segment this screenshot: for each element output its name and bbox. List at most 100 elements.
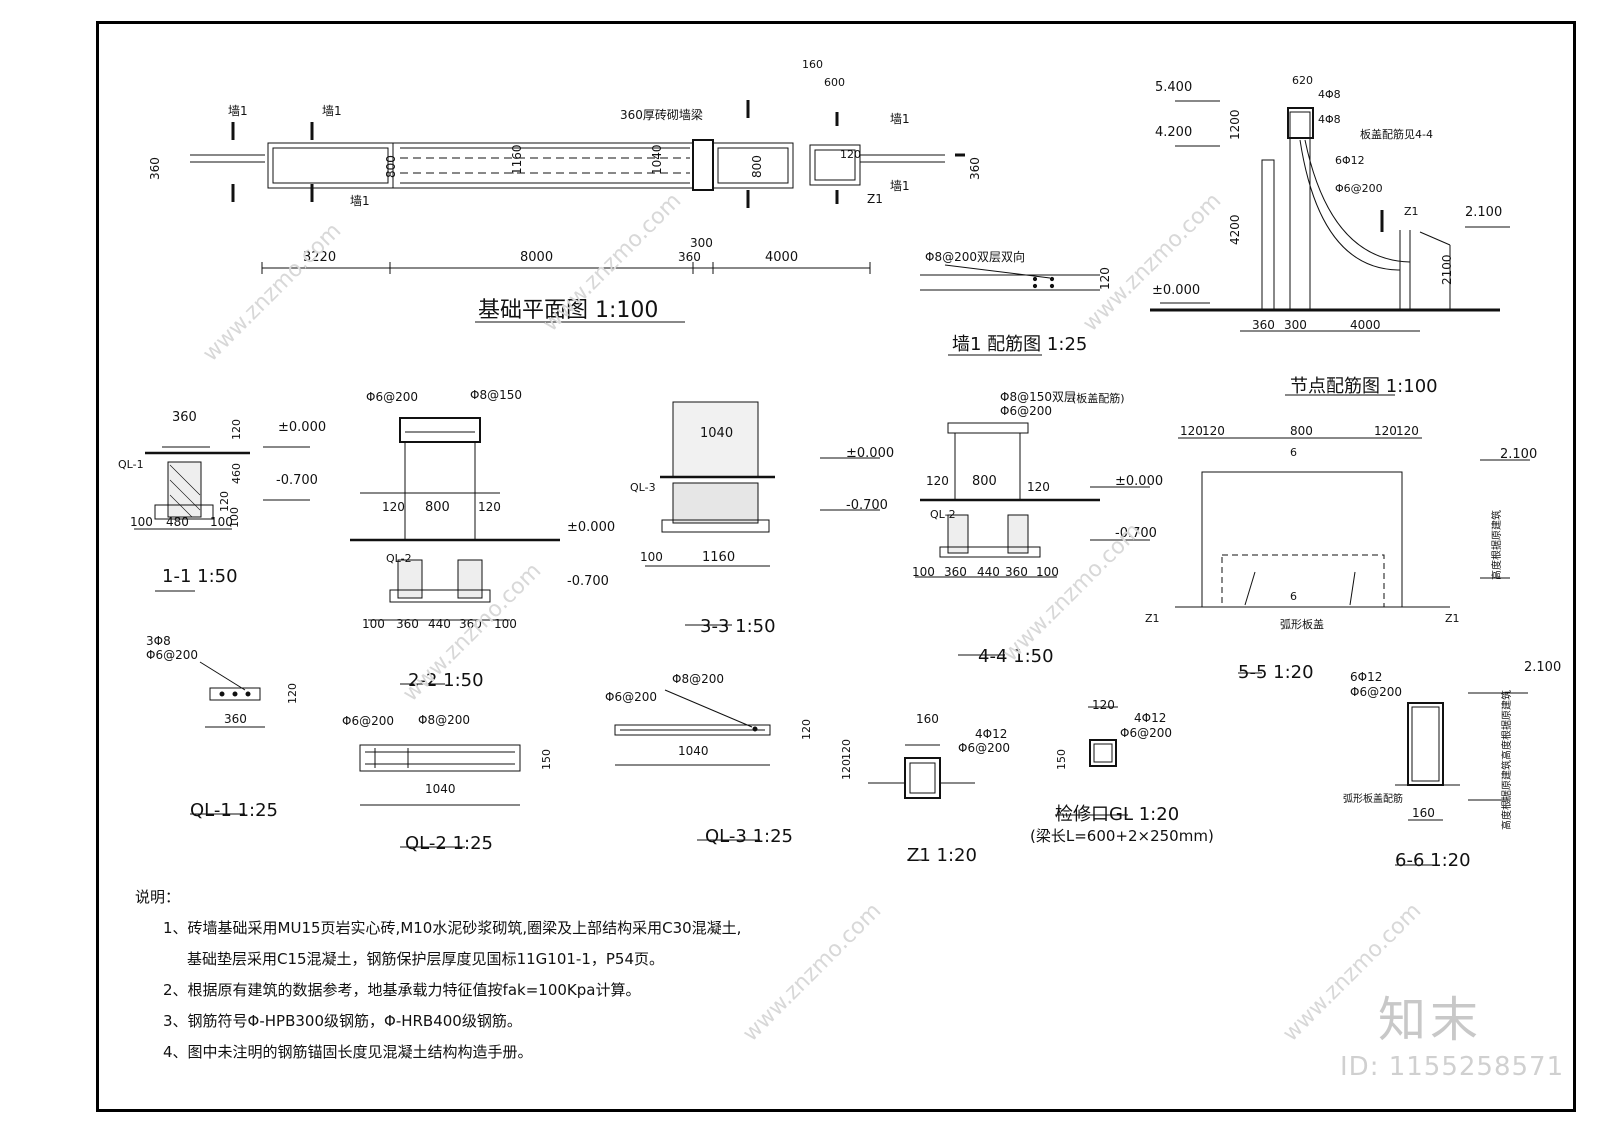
rebar-note: 3Φ8 [146,634,171,648]
dimension-label: 160 [802,58,823,71]
title-ql2: QL-2 1:25 [405,833,493,854]
dimension-label: 160 [1412,806,1435,820]
dimension-label: 120 [840,759,853,780]
level-label: 2.100 [1465,205,1503,220]
level-label: 5.400 [1155,80,1193,95]
height-note: 高度根据原建筑 [1502,760,1513,830]
dimension-label: 120 [1396,424,1419,438]
dimension-label: 120 [1374,424,1397,438]
wall1-rebar [920,264,1100,356]
note-line: 4、图中未注明的钢筋锚固长度见混凝土结构构造手册。 [163,1043,533,1061]
dimension-label: 120 [382,500,405,514]
dimension-label: 100 [1036,565,1059,579]
z1-detail [868,744,975,861]
dimension-label: 120 [800,719,813,740]
dimension-label: 800 [750,155,764,178]
dimension-label: 360 [459,617,482,631]
dimension-label: 440 [977,565,1000,579]
dimension-label: 100 [912,565,935,579]
dimension-label: 1160 [702,550,736,565]
dimension-label: 120 [1202,424,1225,438]
height-note: 高度根据原建筑 [1492,510,1503,580]
dimension-label: 120 [1180,424,1203,438]
note-line: 1、砖墙基础采用MU15页岩实心砖,M10水泥砂浆砌筑,圈梁及上部结构采用C30… [163,919,742,937]
dimension-label: 360 [148,157,162,180]
dimension-label: 800 [384,155,398,178]
title-3-3: 3-3 1:50 [700,616,776,637]
dimension-label: 440 [428,617,451,631]
rebar-note: 6Φ12 [1335,154,1365,167]
dimension-label: 1040 [700,426,734,441]
dimension-label: 800 [1290,424,1313,438]
dimension-label: 800 [425,500,450,515]
column-label: Z1 [1445,612,1460,625]
level-label: ±0.000 [278,420,327,435]
dimension-label: 120 [230,419,243,440]
dimension-label: 100 [494,617,517,631]
column-label: Z1 [1404,205,1419,218]
rebar-note: Φ8@200双层双向 [925,250,1025,264]
rebar-note: Φ8@200 [418,713,470,727]
column-label: Z1 [867,192,883,206]
rebar-note: 4Φ8 [1318,88,1341,101]
dimension-label: 160 [916,712,939,726]
dimension-label: 360 [968,157,982,180]
title-wall1-rebar: 墙1 配筋图 1:25 [952,334,1088,355]
beam-tag: QL-2 [386,552,412,565]
dimension-label: 100 [640,550,663,564]
member-note: 弧形板盖配筋 [1343,794,1403,805]
ql3-detail [614,689,771,841]
dimension-label: 360 [678,250,701,264]
section-mark: 6 [1290,590,1297,603]
dimension-label: 1200 [1228,109,1242,140]
member-note: 弧形板盖 [1280,618,1324,631]
dimension-label: 1160 [510,144,524,175]
rebar-note: 6Φ12 [1350,670,1383,684]
dimension-label: 4000 [1350,318,1381,332]
beam-tag: QL-1 [118,458,144,471]
dimension-label: 120 [840,148,861,161]
rebar-note: Φ6@200 [1120,726,1172,740]
wall-label: 墙1 [228,104,248,118]
rebar-note: 板盖配筋见4-4 [1360,128,1433,141]
foundation-plan [190,100,965,323]
level-label: 2.100 [1524,660,1562,675]
dimension-label: 600 [824,76,845,89]
dimension-label: 1040 [425,782,456,796]
height-note: 高度根据原建筑 [1502,690,1513,760]
dimension-label: 100 [130,515,153,529]
dimension-label: 360 [1252,318,1275,332]
rebar-note: Φ6@200 [146,648,198,662]
general-notes: 说明： 1、砖墙基础采用MU15页岩实心砖,M10水泥砂浆砌筑,圈梁及上部结构采… [135,882,1035,1068]
title-foundation-plan: 基础平面图 1:100 [478,298,659,323]
level-label: ±0.000 [846,446,895,461]
rebar-note: 4Φ8 [1318,113,1341,126]
title-6-6: 6-6 1:20 [1395,850,1471,871]
dimension-label: 120 [1092,698,1115,712]
rebar-note: Φ6@200 [366,390,418,404]
title-5-5: 5-5 1:20 [1238,662,1314,683]
level-label: ±0.000 [1152,283,1201,298]
dimension-label: 2100 [1440,254,1454,285]
dimension-label: 3220 [303,250,337,265]
dimension-label: 360 [224,712,247,726]
column-label: Z1 [1145,612,1160,625]
rebar-note: Φ8@150双层 [1000,390,1076,404]
level-label: -0.700 [276,473,318,488]
dimension-label: 360 [944,565,967,579]
level-label: -0.700 [846,498,888,513]
rebar-note: 4Φ12 [975,727,1008,741]
rebar-note: Φ6@200 [958,741,1010,755]
section-5-5 [1175,437,1530,674]
dimension-label: 100 [210,515,233,529]
title-gl: 检修口GL 1:20 [1055,804,1180,825]
dimension-label: 8000 [520,250,554,265]
title-z1: Z1 1:20 [907,845,977,866]
level-label: -0.700 [567,574,609,589]
rebar-note: Φ8@150 [470,388,522,402]
dimension-label: 120 [478,500,501,514]
node-rebar [1150,100,1510,396]
dimension-label: 620 [1292,74,1313,87]
